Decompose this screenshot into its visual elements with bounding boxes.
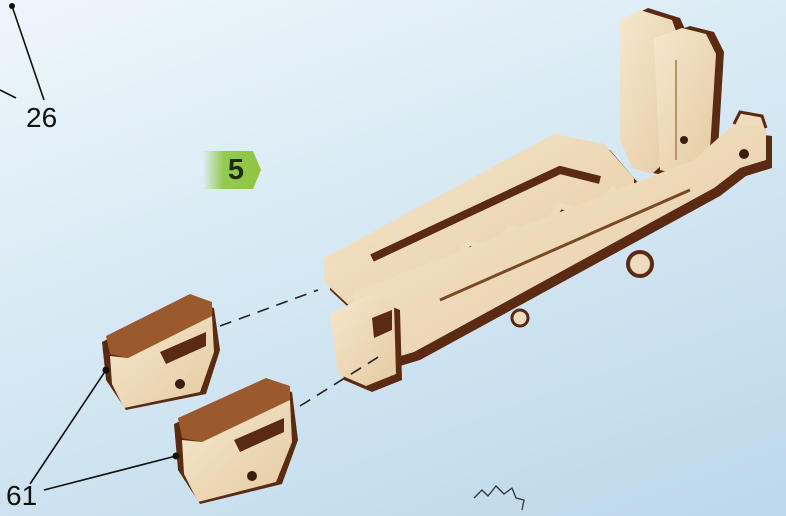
part-number-61: 61 (6, 482, 37, 510)
gear-outline-icon (474, 486, 524, 510)
part-number-26: 26 (26, 104, 57, 132)
part-61-piece-upper (102, 294, 220, 410)
step-number: 5 (219, 154, 253, 186)
step-badge: 5 (203, 149, 263, 191)
callout-26-leaders (0, 3, 44, 100)
main-assembly (324, 8, 772, 392)
front-end-plate (330, 294, 402, 392)
part-61-piece-lower (174, 378, 298, 504)
